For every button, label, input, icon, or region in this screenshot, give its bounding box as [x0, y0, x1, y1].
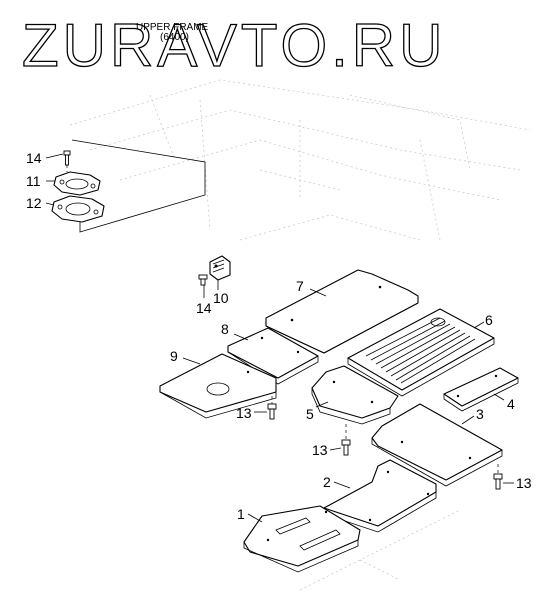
bolt-14-latch — [198, 274, 208, 286]
watermark-logo: ZURAVTO.RU — [22, 12, 446, 79]
bolt-14-upper — [63, 150, 71, 166]
floor-plate-1 — [243, 505, 361, 573]
callout-6: 6 — [485, 312, 493, 328]
callout-1: 1 — [237, 506, 245, 522]
grille-slats — [365, 317, 476, 384]
cover-plate-5 — [311, 365, 399, 425]
inset-cover-group — [45, 139, 206, 233]
callout-4: 4 — [507, 396, 515, 412]
bolt-13-center — [341, 439, 351, 456]
floor-plate-9 — [159, 353, 277, 419]
callout-14-inset: 14 — [26, 150, 42, 166]
frame-label-line1: UPPER FRAME — [136, 22, 209, 33]
bolt-13-right — [493, 473, 503, 490]
ghost-upper-frame — [69, 79, 531, 241]
gasket-11 — [53, 171, 101, 196]
callout-13-left: 13 — [236, 405, 252, 421]
callout-9: 9 — [170, 348, 178, 364]
bolt-13-left — [267, 403, 277, 420]
grille-plate-6 — [347, 308, 495, 397]
callout-10: 10 — [213, 290, 229, 306]
plate-12 — [51, 195, 105, 223]
callout-8: 8 — [221, 321, 229, 337]
small-plate-4 — [443, 367, 519, 412]
callout-7: 7 — [296, 278, 304, 294]
callout-14-latch: 14 — [196, 300, 212, 316]
callout-13-right: 13 — [516, 475, 532, 491]
latch-10 — [209, 255, 231, 281]
floor-plate-7 — [265, 269, 419, 354]
callout-2: 2 — [323, 474, 331, 490]
callout-12: 12 — [26, 195, 42, 211]
callout-5: 5 — [306, 406, 314, 422]
frame-label-line2: (6400) — [160, 32, 189, 43]
callout-3: 3 — [476, 406, 484, 422]
floor-plate-3 — [371, 403, 503, 487]
callout-13-center: 13 — [312, 442, 328, 458]
callout-11: 11 — [26, 173, 41, 189]
